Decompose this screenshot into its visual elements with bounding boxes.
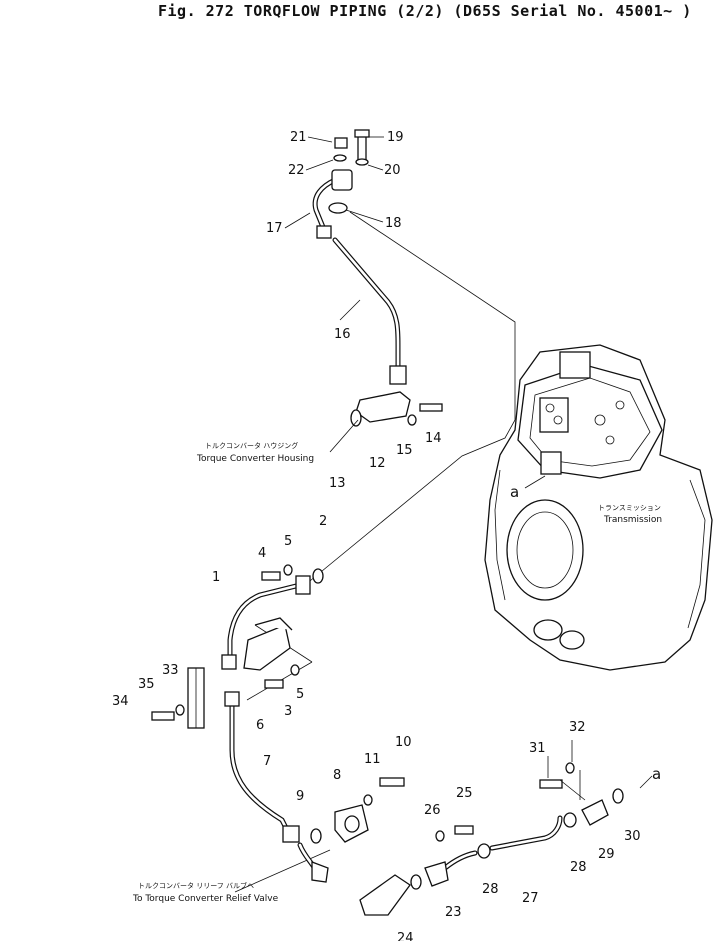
callout-8: 8 (333, 768, 341, 783)
clamp-28b (563, 812, 577, 828)
o-ring-18 (328, 202, 348, 214)
transmission-label-en: Transmission (603, 515, 662, 525)
callout-30: 30 (624, 829, 641, 844)
bolt-31 (539, 779, 563, 789)
washer-32 (565, 762, 575, 774)
hose-27-assembly (359, 762, 624, 916)
bolt-3 (264, 679, 284, 689)
pipe-7-top-nut (224, 691, 240, 707)
tc-housing-label-en: Torque Converter Housing (196, 454, 314, 464)
callout-27: 27 (522, 891, 539, 906)
callout-3: 3 (284, 704, 292, 719)
callout-1: 1 (212, 570, 220, 585)
pipe-16-nut-top (316, 225, 332, 239)
block-elbow (331, 169, 353, 191)
callout-26: 26 (424, 803, 441, 818)
elbow-29 (581, 799, 609, 826)
washer-5b (290, 664, 300, 676)
callout-5b: 5 (296, 687, 304, 702)
connection-a-lower: a (652, 765, 661, 783)
callout-leaders (284, 136, 586, 801)
washer-11 (363, 794, 373, 806)
callout-24: 24 (397, 931, 414, 941)
bracket-6 (243, 624, 291, 671)
callout-21: 21 (290, 130, 307, 145)
callout-16: 16 (334, 327, 351, 342)
callout-12: 12 (369, 456, 386, 471)
pipe-1-nut (295, 575, 311, 595)
flange-23 (424, 861, 449, 887)
callout-17: 17 (266, 221, 283, 236)
bolt-14 (419, 403, 443, 412)
adapter-block (359, 874, 411, 916)
callout-28b: 28 (570, 860, 587, 875)
transmission-housing (484, 344, 713, 671)
plug-21 (334, 137, 348, 149)
annotation-labels: トルクコンバータ ハウジング Torque Converter Housing … (132, 419, 662, 904)
pipe-7-bottom-nut (282, 825, 300, 843)
callout-11: 11 (364, 752, 381, 767)
callout-2: 2 (319, 514, 327, 529)
callout-7: 7 (263, 754, 271, 769)
washer-35 (175, 704, 185, 716)
clamp-28a (477, 843, 491, 859)
o-ring-2 (312, 568, 324, 584)
callout-5a: 5 (284, 534, 292, 549)
callout-28a: 28 (482, 882, 499, 897)
part-callouts: 21 19 22 20 18 17 16 14 15 12 13 2 4 5 1… (112, 130, 641, 941)
bolt-25 (454, 825, 474, 835)
callout-22: 22 (288, 163, 305, 178)
callout-34: 34 (112, 694, 129, 709)
washer-26 (435, 830, 445, 842)
transmission-label-jp: トランスミッション (598, 504, 661, 512)
pipe-1-end (221, 654, 237, 670)
callout-25: 25 (456, 786, 473, 801)
pipe-1-7-assembly (151, 564, 329, 883)
pipe-7-end (311, 861, 329, 883)
callout-32: 32 (569, 720, 586, 735)
callout-4: 4 (258, 546, 266, 561)
washer-20 (355, 158, 369, 166)
figure-title: Fig. 272 TORQFLOW PIPING (2/2) (D65S Ser… (158, 2, 692, 20)
callout-18: 18 (385, 216, 402, 231)
callout-13: 13 (329, 476, 346, 491)
callout-23: 23 (445, 905, 462, 920)
bolt-34 (151, 711, 175, 721)
o-ring-9 (310, 828, 322, 844)
callout-29: 29 (598, 847, 615, 862)
washer-5a (283, 564, 293, 576)
callout-35: 35 (138, 677, 155, 692)
callout-9: 9 (296, 789, 304, 804)
flange-12 (355, 391, 411, 423)
callout-19: 19 (387, 130, 404, 145)
pipe-16-nut-bottom (389, 365, 407, 385)
washer-22 (333, 154, 347, 162)
washer-15 (407, 414, 417, 426)
bolt-19 (357, 135, 367, 161)
callout-6: 6 (256, 718, 264, 733)
o-ring-13 (350, 409, 362, 427)
callout-31: 31 (529, 741, 546, 756)
bolt-10 (379, 777, 405, 787)
bolt-4 (261, 571, 281, 581)
pipe-16-assembly (312, 129, 443, 427)
connection-a-upper: a (510, 483, 519, 501)
flange-8-assembly (310, 777, 405, 844)
relief-valve-label-jp: トルクコンバータ リリーフ バルブへ (138, 881, 254, 890)
o-ring-24 (410, 874, 422, 890)
callout-33: 33 (162, 663, 179, 678)
callout-10: 10 (395, 735, 412, 750)
o-ring-30 (612, 788, 624, 804)
callout-20: 20 (384, 163, 401, 178)
relief-valve-label-en: To Torque Converter Relief Valve (132, 894, 279, 904)
tc-housing-label-jp: トルクコンバータ ハウジング (205, 441, 298, 450)
callout-14: 14 (425, 431, 442, 446)
callout-15: 15 (396, 443, 413, 458)
